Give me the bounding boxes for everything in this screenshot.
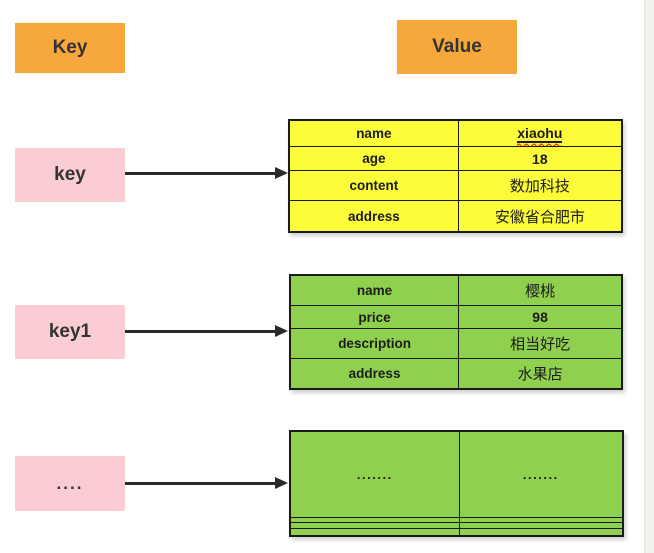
table-row: name xiaohu	[288, 119, 623, 148]
key-box-label: ....	[56, 473, 84, 493]
value-column-header-label: Value	[432, 36, 482, 57]
value-cell: 98	[458, 305, 623, 330]
field-cell	[289, 527, 460, 537]
value-cell: 18	[457, 146, 623, 171]
misspelled-value: xiaohu	[517, 125, 563, 146]
table-row: description 相当好吃	[289, 328, 623, 359]
field-cell: address	[288, 200, 459, 233]
hash-table-ellipsis: ....... .......	[289, 430, 624, 537]
table-row	[289, 522, 624, 529]
table-row: name 樱桃	[289, 274, 623, 307]
table-row	[289, 527, 624, 537]
arrow-key-to-table	[125, 167, 288, 179]
arrow-key1-to-table	[125, 325, 288, 337]
key-column-header-label: Key	[52, 37, 88, 58]
value-cell	[458, 527, 624, 537]
value-cell: .......	[458, 430, 624, 519]
key-box-key1: key1	[15, 305, 125, 359]
key-box-key: key	[15, 148, 125, 202]
table-row: address 水果店	[289, 357, 623, 390]
table-row: content 数加科技	[288, 169, 623, 202]
field-cell: content	[288, 169, 459, 202]
table-row: age 18	[288, 146, 623, 171]
field-cell: name	[288, 119, 459, 148]
table-row: address 安徽省合肥市	[288, 200, 623, 233]
field-cell: .......	[289, 430, 460, 519]
table-row: ....... .......	[289, 430, 624, 519]
table-row: price 98	[289, 305, 623, 330]
value-cell: 樱桃	[458, 274, 623, 307]
hash-table-key1: name 樱桃 price 98 description 相当好吃 addres…	[289, 274, 623, 390]
value-cell: 相当好吃	[458, 328, 623, 359]
value-cell: xiaohu	[457, 119, 623, 148]
field-cell: price	[289, 305, 460, 330]
key-column-header: Key	[15, 23, 125, 73]
arrow-ellipsis-to-table	[125, 477, 288, 489]
value-cell	[458, 522, 624, 529]
field-cell: age	[288, 146, 459, 171]
spellcheck-squiggle-icon	[517, 143, 563, 146]
value-cell: 水果店	[458, 357, 623, 390]
value-column-header: Value	[397, 20, 517, 74]
value-cell: 数加科技	[457, 169, 623, 202]
key-box-ellipsis: ....	[15, 456, 125, 511]
hash-table-key: name xiaohu age 18 content 数加科技 address …	[288, 119, 623, 233]
key-box-label: key	[54, 164, 86, 185]
page-edge-strip	[644, 0, 654, 553]
field-cell: name	[289, 274, 460, 307]
value-cell: 安徽省合肥市	[457, 200, 623, 233]
field-cell	[289, 522, 460, 529]
field-cell: address	[289, 357, 460, 390]
key-box-label: key1	[48, 321, 92, 342]
field-cell: description	[289, 328, 460, 359]
